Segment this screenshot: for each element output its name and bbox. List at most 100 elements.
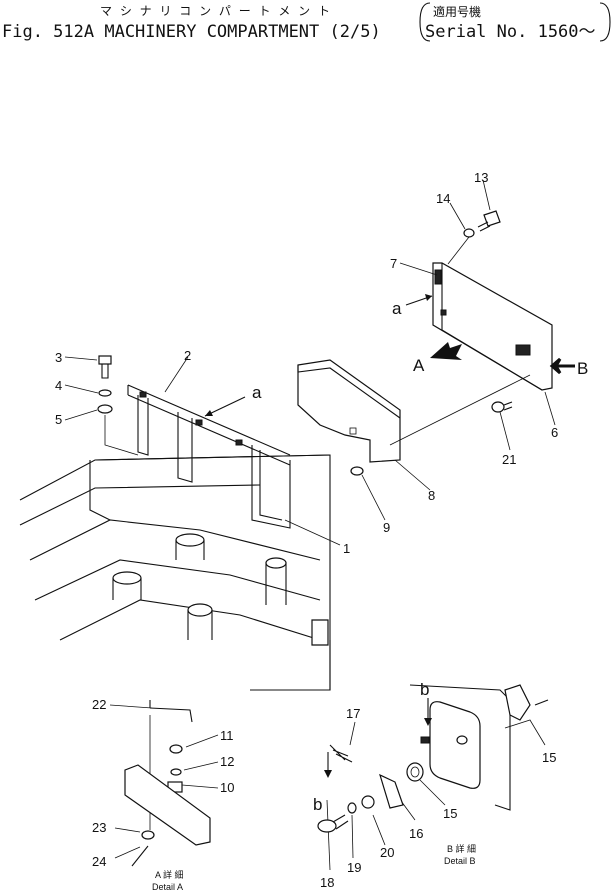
washer-5 xyxy=(97,404,113,414)
callout-24: 24 xyxy=(92,854,106,869)
key-blade xyxy=(534,699,549,706)
washer-19 xyxy=(347,802,357,814)
bolt-21 xyxy=(491,401,513,413)
callout-7: 7 xyxy=(390,256,397,271)
frame-clip-3 xyxy=(235,439,243,446)
callout-23: 23 xyxy=(92,820,106,835)
frame-rail xyxy=(127,384,291,466)
callout-16: 16 xyxy=(409,826,423,841)
lock-cylinder-core xyxy=(410,766,420,778)
detail-b xyxy=(317,684,549,833)
callout-17: 17 xyxy=(346,706,360,721)
title-block: マ シ ナ リ コ ン パ ー ト メ ン ト Fig. 512A MACHIN… xyxy=(2,2,611,42)
spring-17 xyxy=(329,744,353,763)
bolt-13 xyxy=(477,210,501,232)
callout-15-cylinder: 15 xyxy=(443,806,457,821)
callout-4: 4 xyxy=(55,378,62,393)
post-1 xyxy=(175,533,205,560)
lock-tab xyxy=(420,736,430,744)
serial-bracket-left xyxy=(419,2,431,42)
callout-10: 10 xyxy=(220,780,234,795)
washer-4 xyxy=(98,389,112,397)
washer-12 xyxy=(170,768,182,776)
callout-1: 1 xyxy=(343,541,350,556)
view-label-a-lower: a xyxy=(252,383,262,402)
base-top xyxy=(94,454,331,461)
callout-19: 19 xyxy=(347,860,361,875)
callout-22: 22 xyxy=(92,697,106,712)
callout-9: 9 xyxy=(383,520,390,535)
view-label-b-left: b xyxy=(313,795,322,814)
arrow-b-left-head xyxy=(324,770,332,778)
arrow-a-lower-line xyxy=(204,396,246,417)
post-5 xyxy=(311,619,329,646)
rod-22 xyxy=(149,707,193,723)
view-labels: a a A B b b xyxy=(252,299,588,814)
detail-a-caption-jp: A 詳 細 xyxy=(155,869,184,880)
key-15 xyxy=(504,684,531,721)
callout-18: 18 xyxy=(320,875,334,890)
callout-8: 8 xyxy=(428,488,435,503)
callout-14: 14 xyxy=(436,191,450,206)
view-arrow-A xyxy=(430,342,462,360)
callout-12: 12 xyxy=(220,754,234,769)
callout-15-key: 15 xyxy=(542,750,556,765)
pin-24 xyxy=(131,845,149,867)
lock-keyhole xyxy=(456,735,468,745)
arrow-a-lower-head xyxy=(205,410,213,416)
callout-3: 3 xyxy=(55,350,62,365)
bolt-3 xyxy=(98,355,112,379)
base-edge-5 xyxy=(89,460,111,521)
post-4 xyxy=(187,603,213,640)
view-label-B: B xyxy=(577,359,588,378)
arrow-a-upper-head xyxy=(425,294,432,301)
cover-8 xyxy=(297,359,401,463)
post-3 xyxy=(265,557,287,605)
washer-20 xyxy=(361,795,375,809)
callout-21: 21 xyxy=(502,452,516,467)
frame-leg-1 xyxy=(137,395,149,456)
lock-cylinder-15 xyxy=(406,762,424,782)
detail-b-caption-en: Detail B xyxy=(444,856,476,866)
callout-2: 2 xyxy=(184,348,191,363)
title-kana: マ シ ナ リ コ ン パ ー ト メ ン ト xyxy=(100,4,332,18)
callout-13: 13 xyxy=(474,170,488,185)
callout-6: 6 xyxy=(551,425,558,440)
latch-16 xyxy=(379,773,404,809)
panel-to-cover-line xyxy=(389,374,531,446)
detail-a-caption-en: Detail A xyxy=(152,882,183,892)
compartment-base xyxy=(19,454,331,691)
washer-14 xyxy=(463,228,475,238)
panel-6 xyxy=(432,262,553,391)
callout-20: 20 xyxy=(380,845,394,860)
screw-11 xyxy=(169,744,183,754)
base-corner xyxy=(250,640,331,691)
bolt-13-guide xyxy=(447,236,470,265)
arrow-b-right-head xyxy=(424,718,432,726)
callout-5: 5 xyxy=(55,412,62,427)
view-label-b-right: b xyxy=(420,680,429,699)
base-edge-2 xyxy=(29,519,321,561)
page-title: Fig. 512A MACHINERY COMPARTMENT (2/5) xyxy=(2,22,381,42)
view-label-a-upper: a xyxy=(392,299,402,318)
bolt-guide-line xyxy=(104,415,139,456)
detail-captions: A 詳 細 Detail A B 詳 細 Detail B xyxy=(152,843,476,892)
latch-plate xyxy=(124,764,211,846)
view-label-A: A xyxy=(413,356,425,375)
callout-numbers: 1 2 3 4 5 6 7 8 9 10 11 12 13 14 15 15 1… xyxy=(55,170,558,890)
detail-b-caption-jp: B 詳 細 xyxy=(447,843,476,854)
frame-leg-3 xyxy=(251,445,291,529)
serial-number: Serial No. 1560～ xyxy=(425,22,596,42)
callout-11: 11 xyxy=(220,728,234,743)
bolt-18 xyxy=(317,814,349,833)
frame-leg-2 xyxy=(177,412,193,483)
base-edge-1 xyxy=(19,484,261,526)
washer-23 xyxy=(141,830,155,840)
base-outline xyxy=(19,454,331,691)
frame-clip-2 xyxy=(195,419,203,426)
lock-housing xyxy=(429,701,481,789)
frame-clip-1 xyxy=(139,391,147,398)
serial-bracket-right xyxy=(599,2,611,42)
frame-leg-3-inner xyxy=(259,450,283,521)
